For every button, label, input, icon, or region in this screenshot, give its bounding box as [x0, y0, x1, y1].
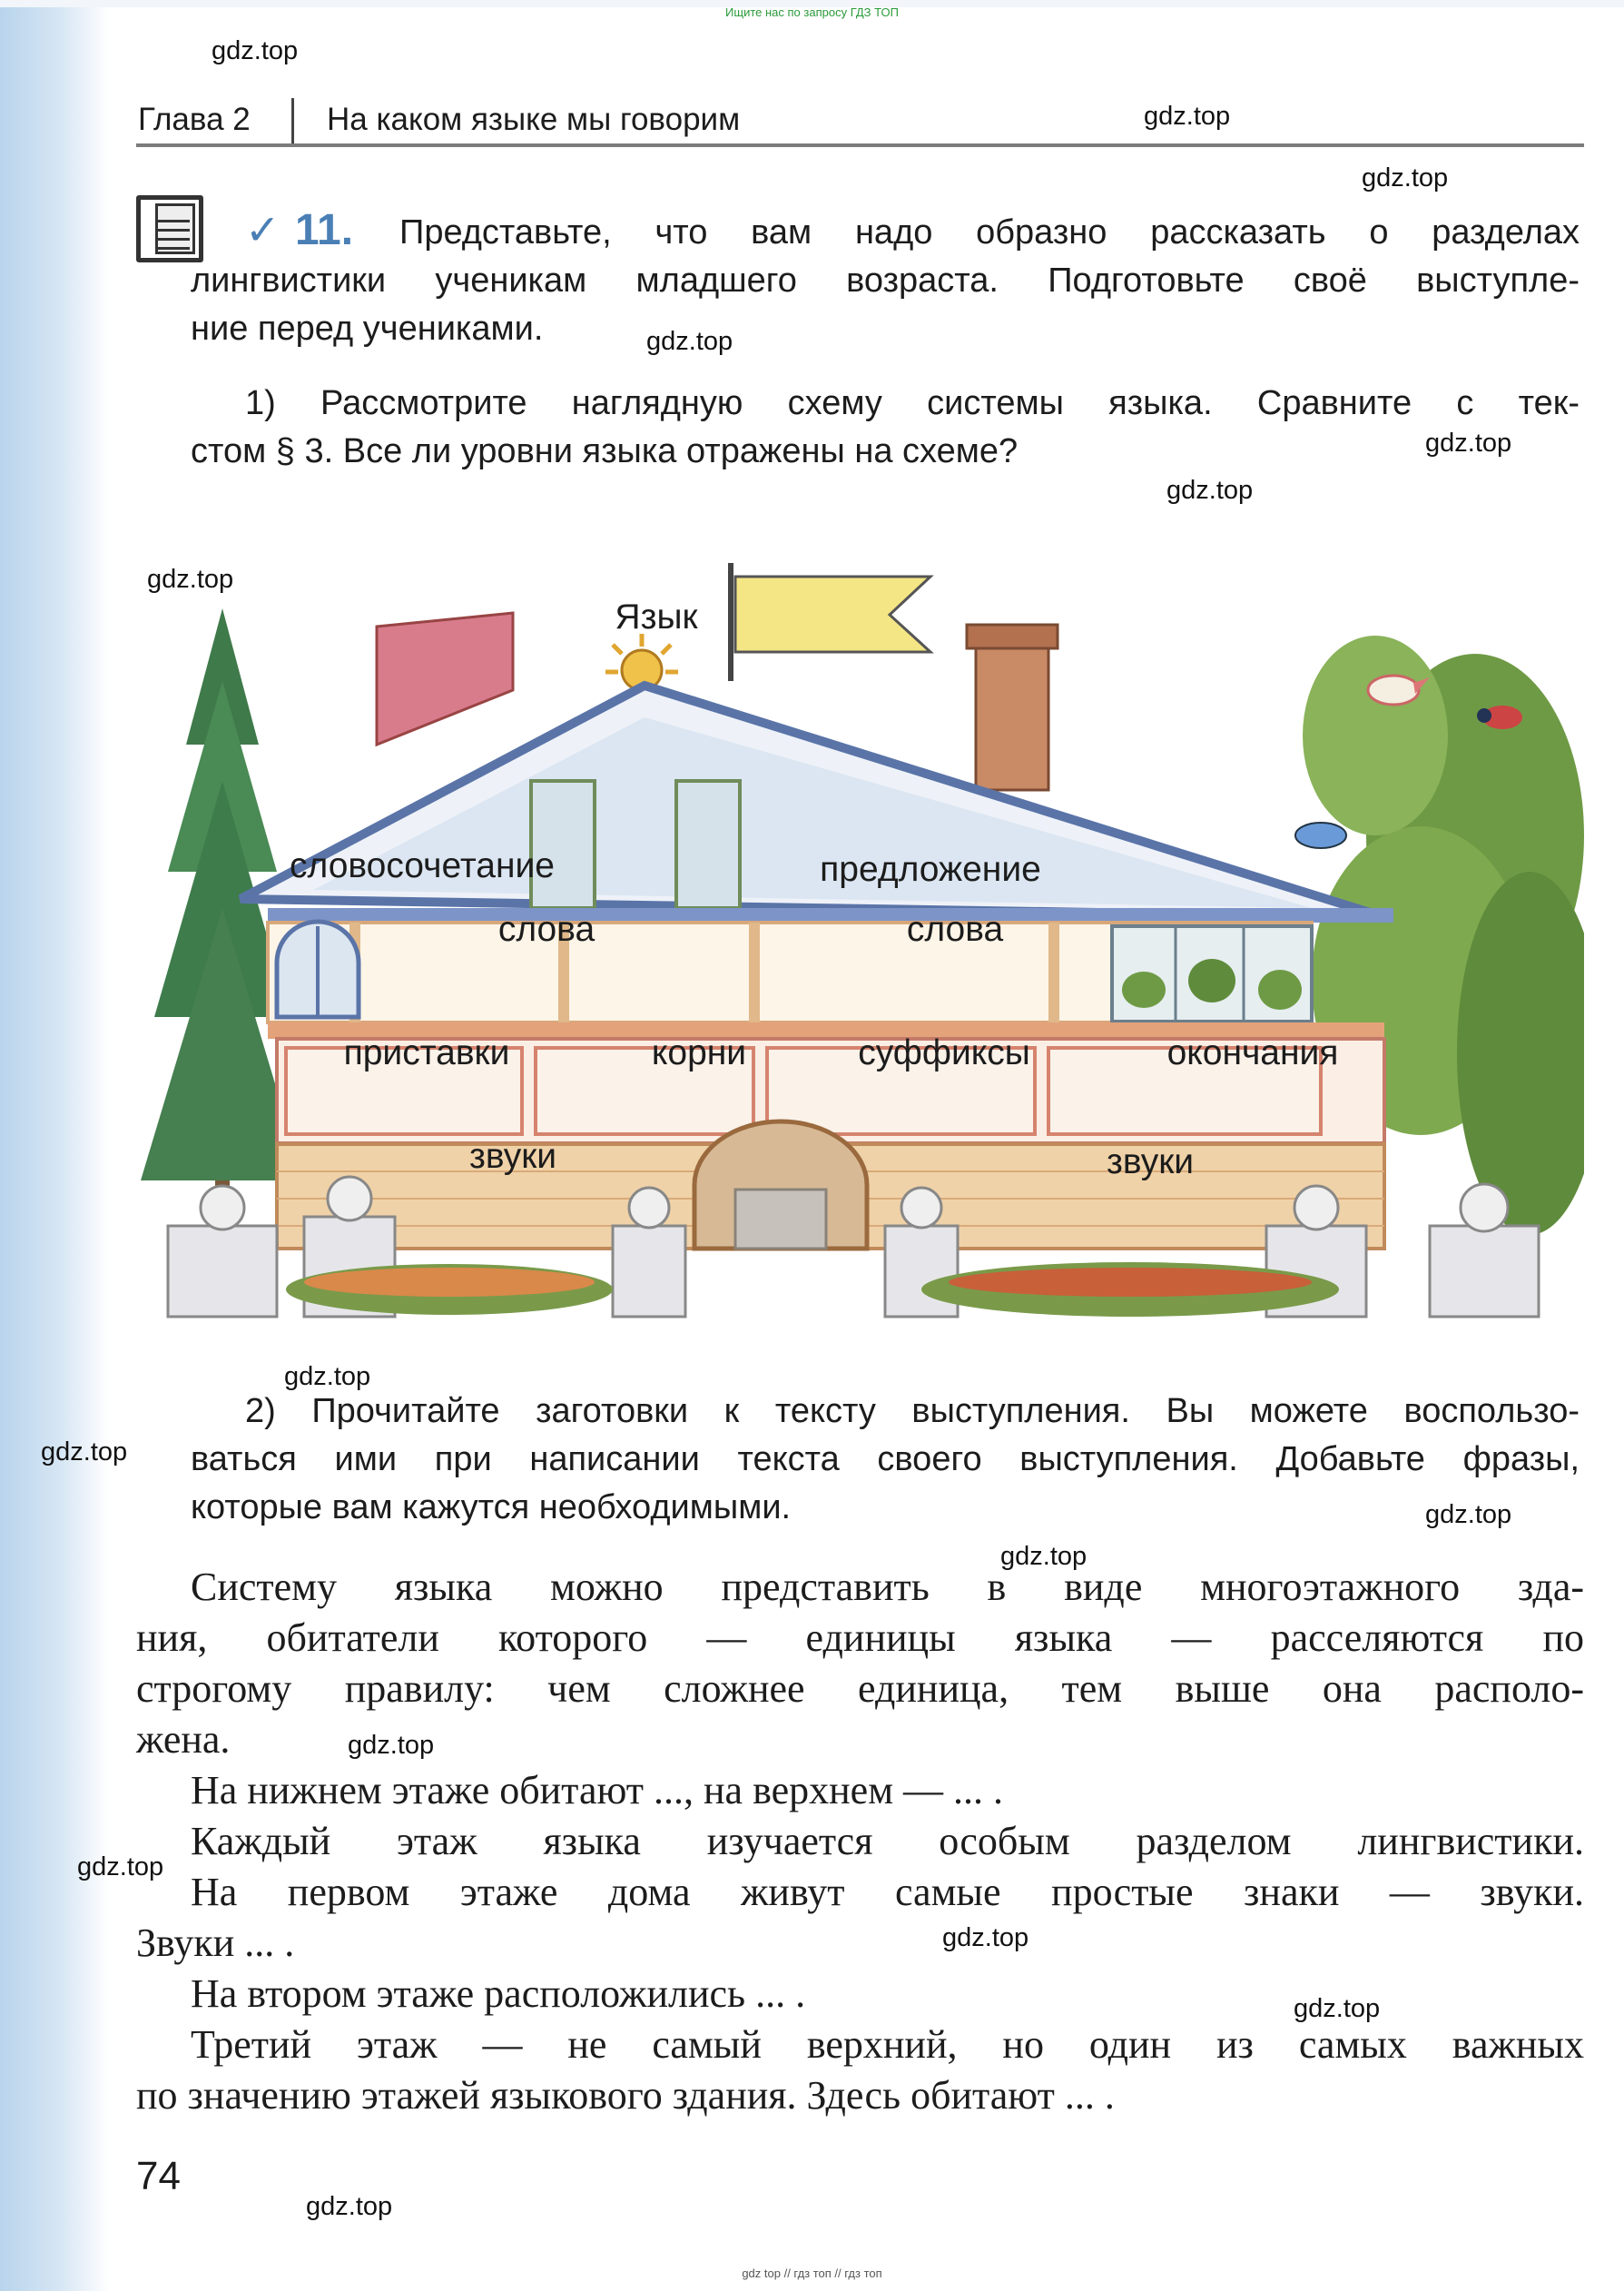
page-number: 74 [136, 2154, 181, 2198]
flag [728, 563, 934, 681]
flag-label: Язык [615, 597, 698, 637]
speech-line-4: На первом этаже дома живут самые простые… [191, 1870, 1584, 1914]
step2-line-3: которые вам кажутся необходимыми. [191, 1488, 792, 1526]
speech-p1-line-1: Систему языка можно представить в виде м… [191, 1565, 1584, 1609]
task-line-1: Представьте, что вам надо образно расска… [399, 213, 1580, 252]
watermark: gdz.top [1000, 1542, 1088, 1571]
watermark: gdz.top [1294, 1994, 1381, 2023]
watermark: gdz.top [1362, 163, 1449, 193]
label-sentence: предложение [820, 850, 1041, 889]
watermark: gdz.top [77, 1852, 164, 1881]
watermark: gdz.top [306, 2192, 393, 2221]
speech-p1-line-3: строгому правилу: чем сложнее единица, т… [136, 1666, 1584, 1711]
watermark: gdz.top [646, 327, 733, 356]
notebook-icon [136, 195, 203, 262]
speech-p1-line-2: ния, обитатели которого — единицы языка … [136, 1615, 1584, 1660]
label-suffixes: суффиксы [858, 1033, 1030, 1072]
task-line-3: ние перед учениками. [191, 310, 544, 348]
language-house-illustration: Язык словосочетание предложение слова сл… [141, 563, 1584, 1318]
sun-ornament-icon [605, 634, 678, 692]
watermark: gdz.top [1425, 429, 1512, 458]
label-sounds-left: звуки [469, 1137, 556, 1176]
checkmark-icon: ✓ [245, 205, 281, 254]
step1-line-1: 1) Рассмотрите наглядную схему системы я… [245, 384, 1580, 422]
label-roots: корни [652, 1033, 746, 1072]
header-divider [291, 98, 294, 143]
bird-icon [1294, 822, 1347, 849]
chapter-title: На каком языке мы говорим [327, 102, 741, 137]
arched-window [274, 919, 361, 1020]
page-top-band [0, 0, 1624, 7]
step1-line-2: стом § 3. Все ли уровни языка отражены н… [191, 432, 1019, 470]
site-hint: Ищите нас по запросу ГДЗ ТОП [725, 5, 899, 19]
watermark: gdz.top [1425, 1500, 1512, 1529]
roof-tiles [375, 611, 515, 747]
speech-line-3: Каждый этаж языка изучается особым разде… [191, 1819, 1584, 1863]
label-phrase: словосочетание [290, 846, 555, 885]
bushes-right [1303, 636, 1584, 1235]
watermark: gdz.top [147, 565, 234, 594]
watermark: gdz.top [942, 1923, 1029, 1952]
label-words-left: слова [498, 910, 595, 949]
chimney [965, 623, 1059, 792]
speech-line-8: по значению этажей языкового здания. Зде… [136, 2073, 1115, 2118]
speech-p1-line-4: жена. [136, 1717, 231, 1762]
chapter-label: Глава 2 [138, 102, 251, 137]
chapter-header: Глава 2 На каком языке мы говорим [136, 98, 1584, 147]
stone-pillar [883, 1186, 960, 1318]
speech-line-7: Третий этаж — не самый верхний, но один … [191, 2022, 1584, 2067]
greenhouse-window [1110, 924, 1314, 1023]
flower-bed [921, 1262, 1339, 1317]
task-number: 11. [295, 206, 354, 254]
page-edge-shade [0, 0, 109, 2291]
watermark: gdz.top [284, 1362, 371, 1391]
speech-line-2: На нижнем этаже обитают ..., на верхнем … [191, 1768, 1004, 1812]
footer-note: gdz top // гдз топ // гдз топ [742, 2266, 882, 2280]
task-line-2: лингвистики ученикам младшего возраста. … [191, 262, 1580, 300]
bird-icon [1366, 674, 1430, 706]
watermark: gdz.top [1144, 102, 1231, 131]
label-prefixes: приставки [344, 1033, 510, 1072]
flower-bed [286, 1264, 613, 1315]
watermark: gdz.top [41, 1437, 128, 1466]
watermark: gdz.top [348, 1731, 435, 1760]
step2-line-1: 2) Прочитайте заготовки к тексту выступл… [245, 1392, 1580, 1430]
watermark: gdz.top [1166, 476, 1254, 505]
stone-pillar [611, 1186, 687, 1318]
speech-line-6: На втором этаже расположились ... . [191, 1971, 806, 2016]
step2-line-2: ваться ими при написании текста своего в… [191, 1440, 1580, 1478]
label-words-right: слова [907, 910, 1004, 949]
label-sounds-right: звуки [1107, 1142, 1194, 1181]
doorway [692, 1119, 870, 1251]
stone-pillar [1428, 1182, 1540, 1318]
bird-icon [1477, 706, 1522, 729]
watermark: gdz.top [212, 36, 299, 65]
speech-line-5: Звуки ... . [136, 1921, 295, 1965]
label-endings: окончания [1167, 1033, 1339, 1072]
stone-pillar [166, 1184, 279, 1318]
